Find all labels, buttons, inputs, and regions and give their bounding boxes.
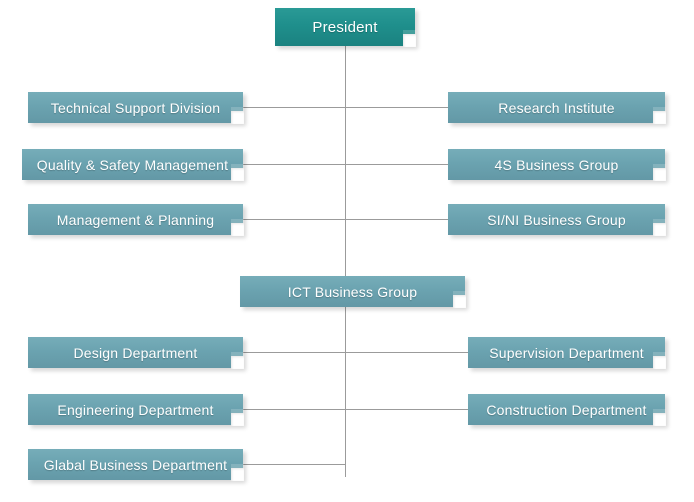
node-notch — [231, 413, 244, 426]
node-lip — [231, 464, 244, 468]
connector-row7 — [243, 464, 346, 465]
node-notch — [231, 111, 244, 124]
node-construction-department[interactable]: Construction Department — [468, 394, 666, 426]
node-notch — [653, 413, 666, 426]
node-label: Supervision Department — [489, 344, 644, 361]
node-lip — [653, 107, 666, 111]
node-si-ni-business-group[interactable]: SI/NI Business Group — [448, 204, 666, 236]
node-quality-safety-management[interactable]: Quality & Safety Management — [22, 149, 244, 181]
node-lip — [231, 219, 244, 223]
node-label: Glabal Business Department — [43, 456, 228, 473]
node-lip — [231, 107, 244, 111]
node-notch — [231, 223, 244, 236]
node-notch — [403, 34, 416, 47]
node-label: Research Institute — [498, 99, 615, 116]
node-label: Technical Support Division — [50, 99, 221, 116]
node-research-institute[interactable]: Research Institute — [448, 92, 666, 124]
node-label: 4S Business Group — [494, 156, 619, 173]
node-ict-business-group[interactable]: ICT Business Group — [240, 276, 466, 308]
node-notch — [453, 295, 466, 308]
node-notch — [653, 223, 666, 236]
node-notch — [653, 168, 666, 181]
node-notch — [653, 356, 666, 369]
node-management-planning[interactable]: Management & Planning — [28, 204, 244, 236]
spine-president-to-ict — [345, 46, 346, 284]
node-label: Quality & Safety Management — [36, 156, 229, 173]
connector-row3 — [243, 219, 448, 220]
connector-row6 — [243, 409, 468, 410]
node-supervision-department[interactable]: Supervision Department — [468, 337, 666, 369]
node-technical-support-division[interactable]: Technical Support Division — [28, 92, 244, 124]
node-glabal-business-department[interactable]: Glabal Business Department — [28, 449, 244, 481]
node-lip — [653, 164, 666, 168]
connector-row5 — [243, 352, 468, 353]
node-engineering-department[interactable]: Engineering Department — [28, 394, 244, 426]
node-label: Management & Planning — [56, 211, 215, 228]
node-label: President — [312, 18, 378, 36]
node-lip — [231, 352, 244, 356]
spine-ict-to-bottom — [345, 307, 346, 477]
node-lip — [231, 409, 244, 413]
node-president[interactable]: President — [275, 8, 416, 47]
node-lip — [653, 219, 666, 223]
node-lip — [453, 291, 466, 295]
node-label: Engineering Department — [57, 401, 214, 418]
node-lip — [403, 30, 416, 34]
node-lip — [653, 409, 666, 413]
node-label: Design Department — [73, 344, 198, 361]
node-notch — [231, 168, 244, 181]
node-4s-business-group[interactable]: 4S Business Group — [448, 149, 666, 181]
node-label: ICT Business Group — [287, 283, 418, 300]
node-lip — [231, 164, 244, 168]
node-notch — [653, 111, 666, 124]
node-notch — [231, 356, 244, 369]
node-notch — [231, 468, 244, 481]
connector-row2 — [243, 164, 448, 165]
node-lip — [653, 352, 666, 356]
connector-row1 — [243, 107, 448, 108]
node-design-department[interactable]: Design Department — [28, 337, 244, 369]
node-label: Construction Department — [486, 401, 647, 418]
node-label: SI/NI Business Group — [487, 211, 626, 228]
